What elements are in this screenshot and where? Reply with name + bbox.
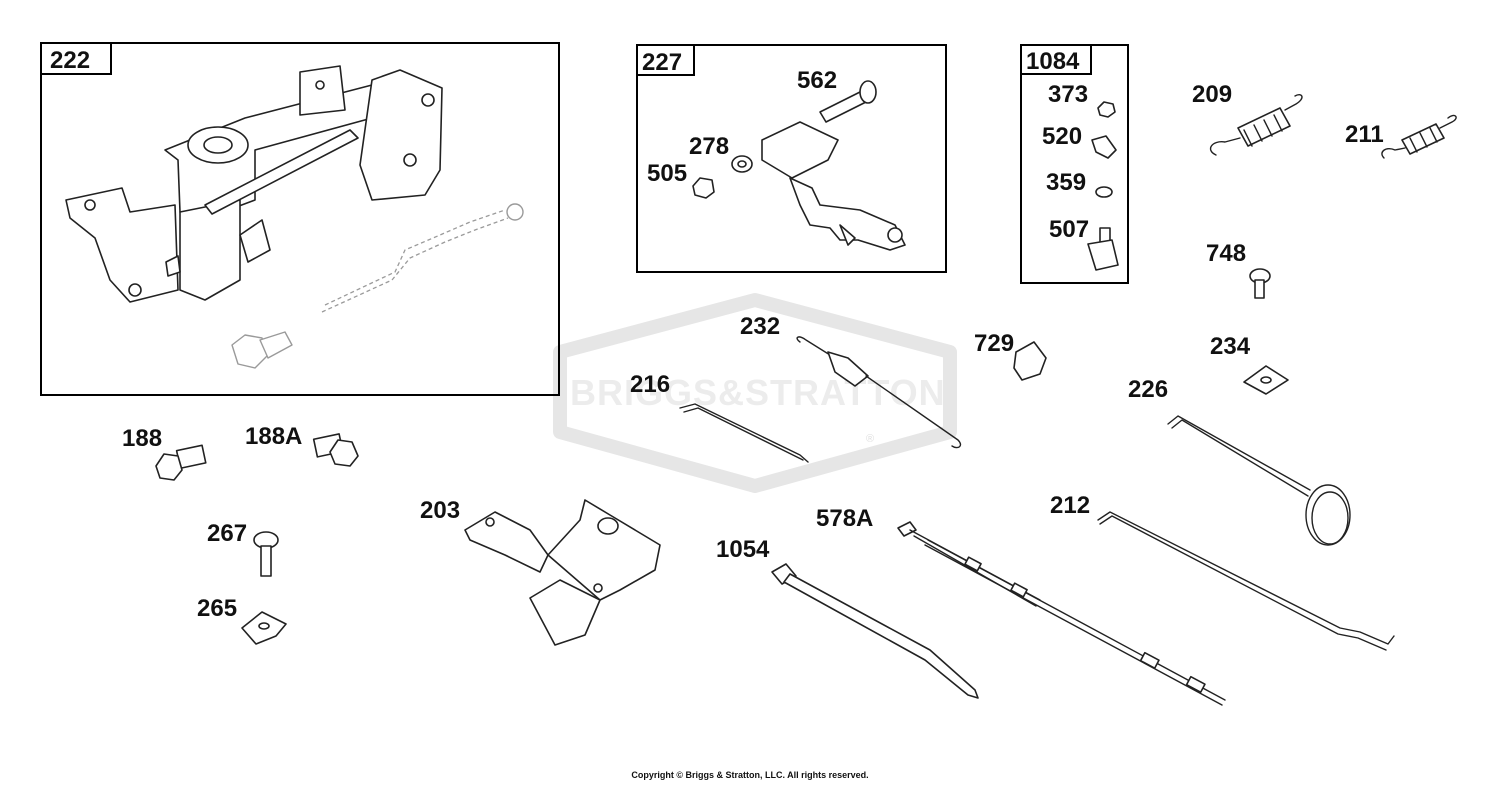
label-209: 209 [1192,81,1232,108]
part-505-nut [692,177,715,199]
label-1054: 1054 [716,536,770,563]
part-234-clip: 234 [1210,333,1289,395]
part-267-screw: 267 [207,520,279,577]
label-505: 505 [647,160,687,187]
part-520-clip [1091,135,1117,159]
part-212-rod: 212 [1050,492,1395,651]
label-265: 265 [197,595,237,622]
part-507-switch [1087,227,1119,271]
box-1084[interactable]: 1084 373 520 359 507 [1020,44,1129,284]
label-216: 216 [630,371,670,398]
watermark-text: BRIGGS&STRATTON [570,372,946,413]
part-211-spring: 211 [1345,114,1457,159]
label-278: 278 [689,133,729,160]
box-222[interactable]: 222 [40,42,560,396]
part-748-bolt: 748 [1206,240,1271,299]
ghost-nut [231,331,293,369]
label-359: 359 [1046,169,1086,196]
label-520: 520 [1042,123,1082,150]
label-507: 507 [1049,216,1089,243]
box-label-1084: 1084 [1026,48,1080,75]
part-359-washer [1095,186,1113,198]
label-267: 267 [207,520,247,547]
label-188A: 188A [245,423,302,450]
label-188: 188 [122,425,162,452]
label-232: 232 [740,313,780,340]
label-211: 211 [1345,121,1384,148]
part-1054-cable-tie: 1054 [716,536,979,699]
part-188-bolt: 188 [122,425,207,481]
watermark-trademark: ® [866,433,874,445]
part-226-rod: 226 [1128,376,1351,546]
part-227-bracket [761,121,906,251]
label-578A: 578A [816,505,873,532]
label-562: 562 [797,67,837,94]
label-226: 226 [1128,376,1168,403]
box-label-222: 222 [50,47,90,74]
label-203: 203 [420,497,460,524]
ghost-link-rod [321,203,524,313]
part-209-spring: 209 [1192,81,1303,156]
label-373: 373 [1048,81,1088,108]
label-729: 729 [974,330,1014,357]
part-203-bracket: 203 [420,497,661,646]
part-265-clip: 265 [197,595,287,645]
box-label-227: 227 [642,49,682,76]
control-bracket-illustration [65,65,443,303]
copyright-notice: Copyright © Briggs & Stratton, LLC. All … [631,770,869,780]
part-278-washer [731,155,753,173]
part-562-pin [819,80,877,123]
part-373-nut [1097,101,1116,118]
box-227[interactable]: 227 562 278 505 [636,44,947,273]
label-212: 212 [1050,492,1090,519]
part-188A-bolt: 188A [245,423,359,467]
part-729-clip: 729 [974,330,1047,381]
part-232-spring-rod: 232 [740,313,962,449]
label-234: 234 [1210,333,1251,360]
part-578A-cable: 578A [816,505,1226,706]
label-748: 748 [1206,240,1246,267]
part-216-rod: 216 [630,371,809,463]
